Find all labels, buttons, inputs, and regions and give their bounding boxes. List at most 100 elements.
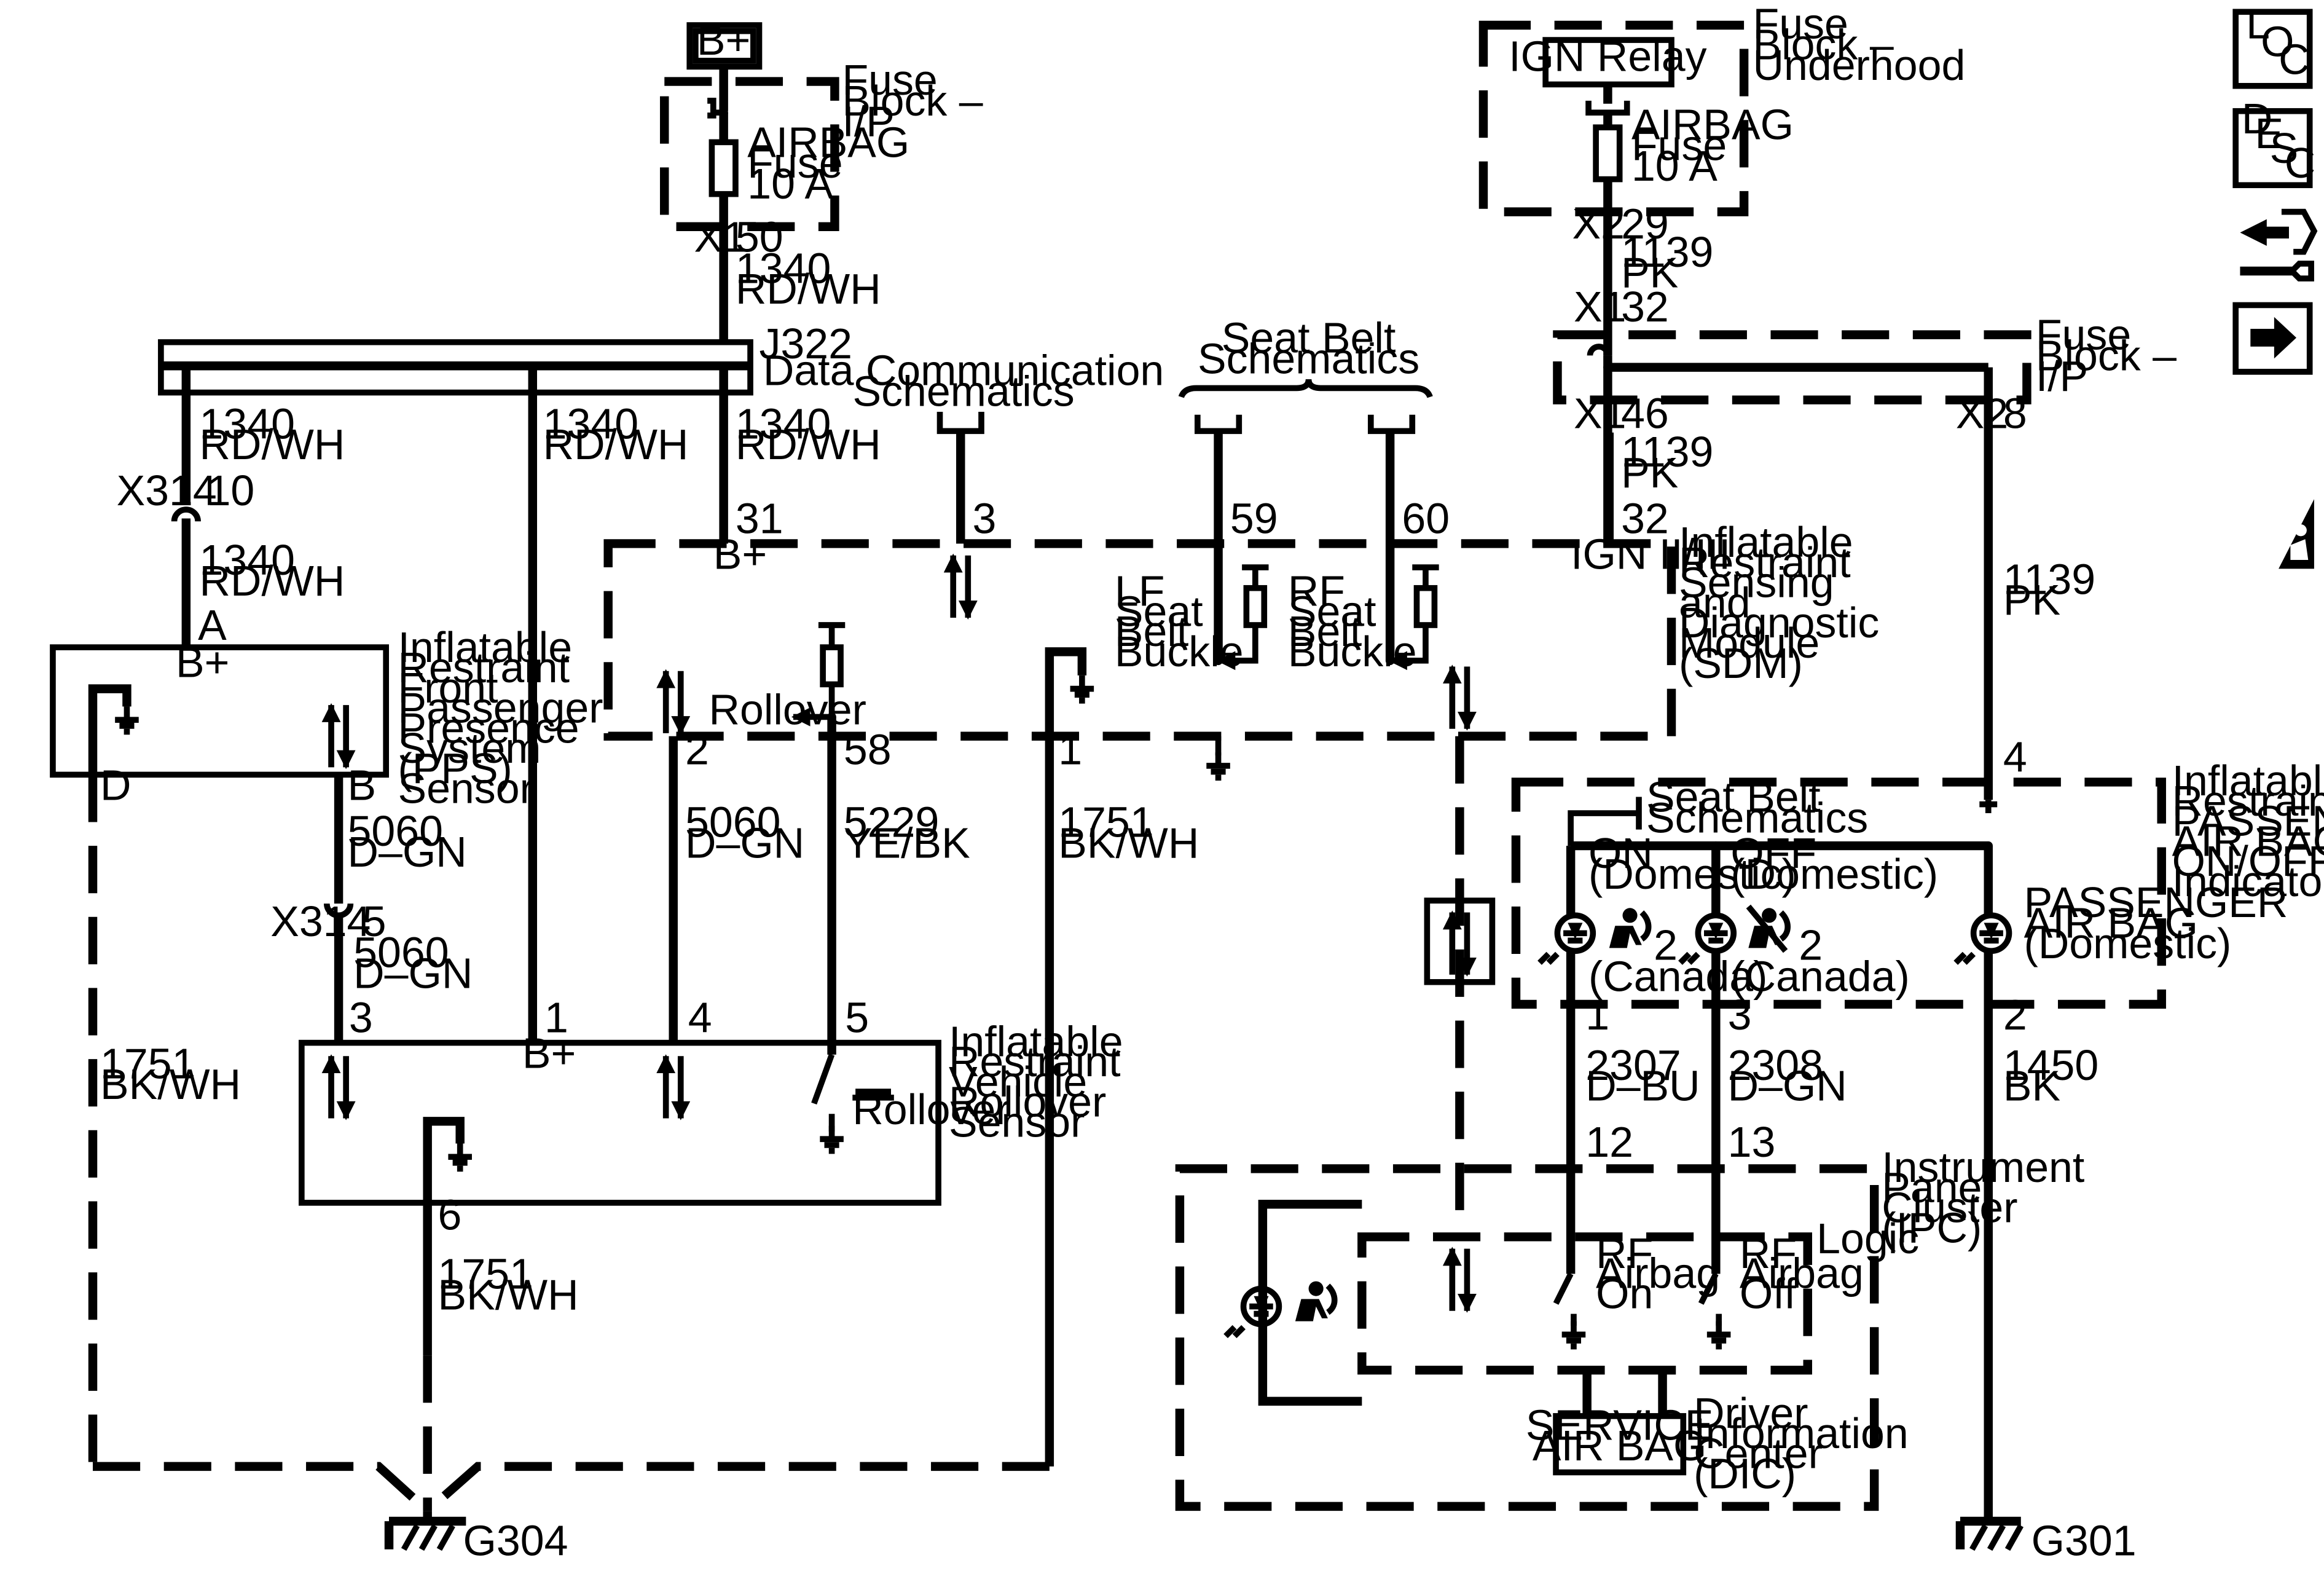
sdm-pin-58: 58 — [844, 726, 892, 774]
ipc-pin-13: 13 — [1728, 1118, 1776, 1166]
sdm-pin-1: 1 — [1058, 726, 1082, 774]
connector-x314-lower: X314 — [270, 897, 371, 945]
pin-10: 10 — [207, 467, 255, 514]
indicator-label: InflatableRestraintPASSENGERAIR BAGON/OF… — [2172, 757, 2324, 905]
ipc-pin-12: 12 — [1585, 1118, 1633, 1166]
sdm-pin-32: 32 — [1621, 495, 1669, 543]
airbag-fuse-underhood — [1593, 124, 1623, 183]
lf-seat-belt-buckle-label: LFSeatBeltBuckle — [1115, 567, 1244, 675]
pps-sensor-label: InflatableRestraintFrontPassengerPresenc… — [398, 623, 603, 812]
sdm-rollover-label: Rollover — [709, 685, 866, 733]
fuse-block-ip-right — [1553, 330, 2032, 404]
connector-x2: X2 — [1572, 200, 1625, 248]
sdm-bplus: B+ — [713, 530, 767, 578]
wire-2307-label: 2307D–BU — [1585, 1041, 1700, 1110]
rollover-pin-1: 1 — [544, 994, 568, 1042]
sdm-module — [603, 539, 1676, 741]
svg-text:O: O — [2261, 18, 2294, 66]
indicator-pin-4: 4 — [2003, 733, 2027, 781]
pps-sensor-box — [50, 644, 390, 778]
airbag-fuse-label: AIRBAGFuse10 A — [747, 118, 909, 207]
sdm-pin-3: 3 — [973, 495, 997, 543]
seat-belt-ref-top: Seat BeltSchematics — [1198, 314, 1419, 383]
rollover-pin-5: 5 — [845, 994, 869, 1042]
sdm-data-arrows-right — [1452, 666, 1467, 728]
rollover-pin-3: 3 — [349, 994, 373, 1042]
pin-29: 29 — [1621, 200, 1669, 248]
wire-5060-label-pps: 5060D–GN — [348, 807, 467, 876]
indicator-2-on: 2 — [1654, 921, 1678, 969]
pps-bplus: B+ — [176, 638, 229, 686]
rf-airbag-off-label: RFAirbagOff — [1740, 1229, 1864, 1318]
connector-x1: X1 — [694, 213, 746, 261]
desc-icon[interactable]: D E S C — [2232, 95, 2315, 189]
passenger-airbag-lamp — [1956, 915, 2009, 963]
connector-x314: X314 — [117, 467, 217, 514]
on-domestic-label: ON(Domestic) — [1588, 829, 1796, 898]
sdm-data-arrows-top — [953, 556, 968, 618]
svg-text:C: C — [2279, 35, 2309, 83]
pin-b: B — [348, 761, 377, 809]
airbag-fuse-underhood-label: AIRBAGFuse10 A — [1631, 101, 1794, 190]
wire-5060-label-sdm: 5060D–GN — [685, 798, 804, 867]
instrument-panel-cluster — [1175, 1164, 1879, 1511]
connector-x2-right: X2 — [1956, 389, 2008, 437]
pin-a: A — [198, 601, 227, 649]
svg-text:C: C — [2285, 139, 2315, 187]
sdm-ign-label: IGN II/III — [1571, 530, 1730, 578]
wire-1450-label: 1450BK — [2003, 1041, 2098, 1110]
wire-1139-label-sdm: 1139PK — [1621, 428, 1713, 497]
passenger-airbag-domestic-label: PASSENGERAIR BAG(Domestic) — [2024, 878, 2288, 967]
ipc-airbag-lamp — [1226, 1289, 1279, 1336]
wire-1751-label-rollover: 1751BK/WH — [438, 1250, 579, 1319]
wire-5060-label-x314: 5060D–GN — [353, 929, 473, 998]
rollover-sensor-rollover-label: Rollover — [852, 1085, 1010, 1133]
connector-tool-icon[interactable] — [2240, 208, 2318, 282]
airbag-fuse-ip — [709, 139, 739, 197]
connector-x1-top: X1 — [1574, 283, 1626, 331]
ipc-logic-label: Logic — [1816, 1215, 1919, 1262]
pin-5: 5 — [363, 897, 387, 945]
wire-1139-label-indicator: 1139PK — [2003, 555, 2095, 624]
rf-seat-belt-buckle-label: RFSeatBeltBuckle — [1288, 567, 1417, 675]
wire-1340-label-right: 1340RD/WH — [736, 400, 881, 468]
svg-text:E: E — [2255, 109, 2284, 157]
ign-relay-label: IGN Relay — [1509, 33, 1706, 81]
pin-46: 46 — [1621, 389, 1669, 437]
sdm-pin-31: 31 — [736, 495, 783, 543]
ipc-label: InstrumentPanelCluster(IPC) — [1882, 1143, 2084, 1251]
wire-2308-label: 2308D–GN — [1728, 1041, 1847, 1110]
passenger-airbag-icon — [1609, 908, 1649, 948]
wire-1751-label-left: 1751BK/WH — [100, 1039, 241, 1108]
passenger-airbag-indicator — [1511, 778, 2166, 1009]
service-air-bag-message — [1553, 1413, 1687, 1476]
ground-g301: G301 — [2032, 1516, 2137, 1564]
loc-icon[interactable]: L O C — [2232, 0, 2313, 89]
seat-belt-ref-indicator: Seat BeltSchematics — [1646, 773, 1868, 842]
bplus-label: B+ — [697, 16, 750, 64]
fuse-block-ip-top — [660, 77, 839, 231]
pin-50: 50 — [736, 213, 783, 261]
off-domestic-label: OFF(Domestic) — [1730, 829, 1938, 898]
dic-label: DriverInformationCenter(DIC) — [1694, 1389, 1909, 1497]
svg-text:L: L — [2246, 0, 2270, 48]
airbag-warning-icon — [2279, 499, 2314, 569]
fuse-block-underhood — [1478, 20, 1749, 216]
indicator-2-off: 2 — [1799, 921, 1823, 969]
svg-text:S: S — [2270, 124, 2299, 172]
sdm-pin-2: 2 — [685, 726, 709, 774]
rollover-pin-4: 4 — [688, 994, 712, 1042]
fuse-block-underhood-label: FuseBlock –Underhood — [1753, 0, 1966, 89]
sdm-pin-60: 60 — [1402, 495, 1450, 543]
next-arrow-icon[interactable] — [2232, 302, 2313, 375]
ipc-airbag-icon — [1295, 1282, 1335, 1321]
svg-text:D: D — [2242, 95, 2272, 143]
indicator-pin-2: 2 — [2003, 991, 2027, 1039]
rf-airbag-on-label: RFAirbagOn — [1596, 1229, 1720, 1318]
sdm-data-arrows-left — [666, 671, 681, 733]
pin-8: 8 — [2003, 389, 2027, 437]
on-canada-label: (Canada) — [1588, 952, 1767, 1000]
wire-1340-label-mid: 1340RD/WH — [543, 400, 689, 468]
ground-g304: G304 — [463, 1516, 568, 1564]
